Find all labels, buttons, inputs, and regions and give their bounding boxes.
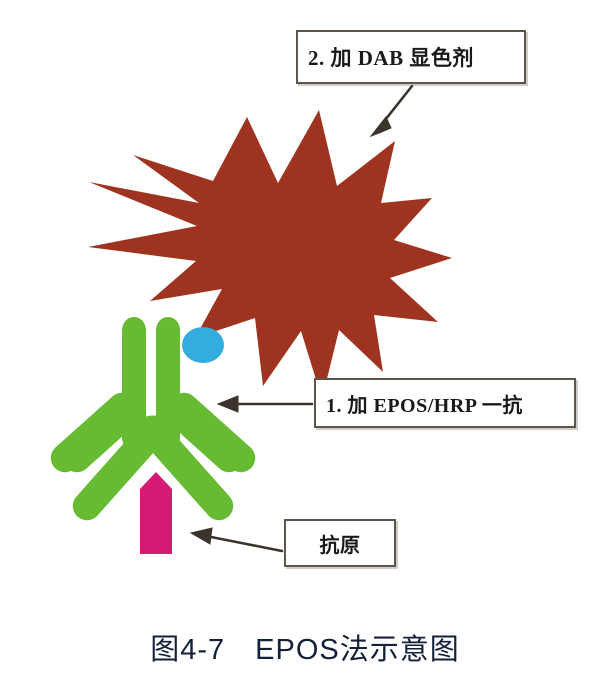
callout-antigen[interactable]: 抗原 [284,519,396,567]
arrow-head-epos [216,395,239,413]
callout-antigen-label: 抗原 [319,534,361,557]
antigen-shape [140,472,172,554]
callout-epos-primary-antibody[interactable]: 1. 加 EPOS/HRP 一抗 [314,378,576,428]
dab-chromogen-burst [88,110,452,399]
figure-caption: 图4-7 EPOS法示意图 [150,634,460,666]
arrow-line-dab [380,84,414,126]
arrow-head-antigen [189,527,213,545]
arrow-line-antigen [204,534,284,553]
callout-epos-label: 1. 加 EPOS/HRP 一抗 [326,394,523,417]
hrp-enzyme-marker [182,327,224,363]
primary-antibody [50,317,256,521]
arrow-head-dab [369,116,392,138]
callout-dab-label: 2. 加 DAB 显色剂 [308,46,474,70]
arrow-group [189,84,414,553]
callout-dab-chromogen[interactable]: 2. 加 DAB 显色剂 [296,30,526,84]
